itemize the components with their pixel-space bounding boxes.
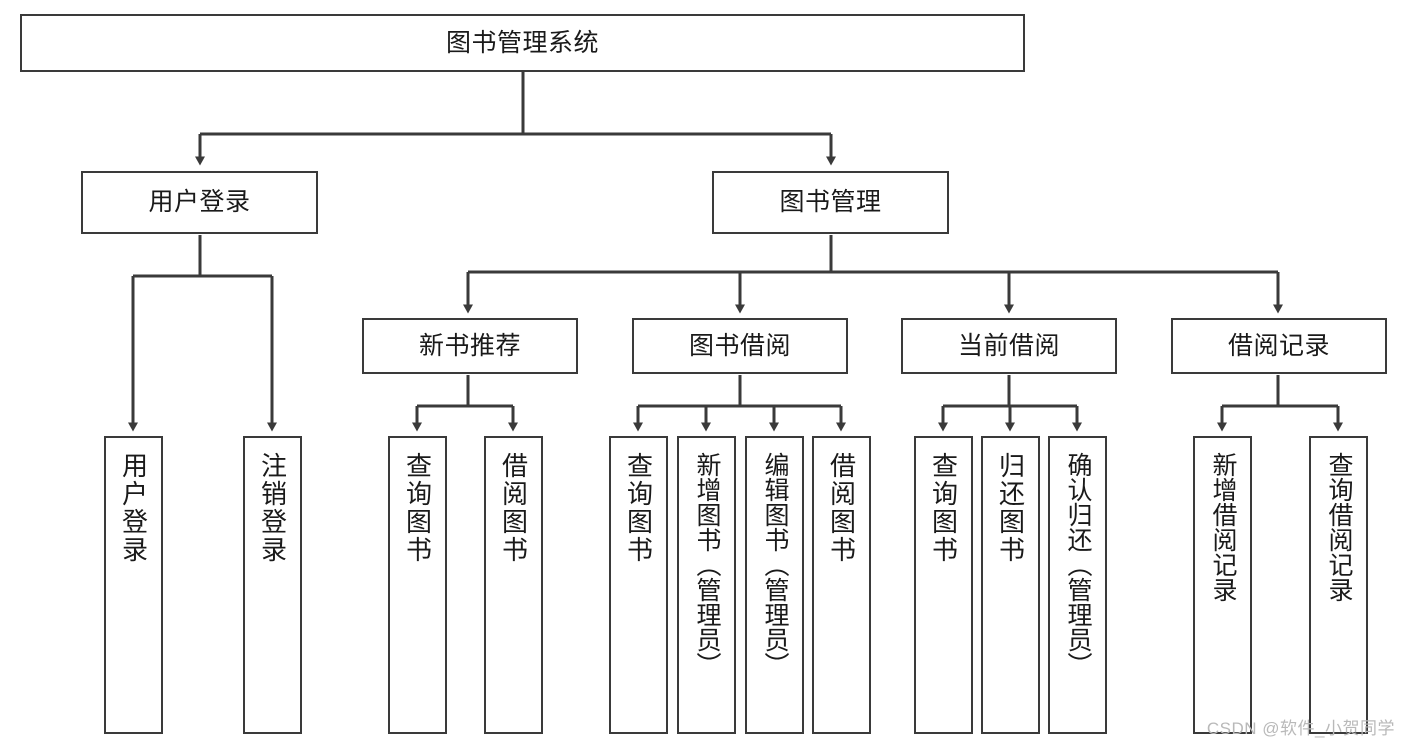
node-leaf-edit-book[interactable]: 编辑图书（管理员） — [745, 436, 804, 734]
node-current-borrow-label: 当前借阅 — [957, 331, 1060, 360]
node-new-book-rec-label: 新书推荐 — [418, 331, 521, 360]
node-root-label: 图书管理系统 — [445, 28, 599, 57]
node-leaf-query-record-label: 查询借阅记录 — [1325, 452, 1353, 602]
node-leaf-add-record[interactable]: 新增借阅记录 — [1193, 436, 1252, 734]
node-leaf-user-login[interactable]: 用户登录 — [104, 436, 163, 734]
node-user-login[interactable]: 用户登录 — [81, 171, 318, 234]
node-leaf-return-book[interactable]: 归还图书 — [981, 436, 1040, 734]
node-leaf-query-book-1[interactable]: 查询图书 — [388, 436, 447, 734]
node-leaf-query-book-2[interactable]: 查询图书 — [609, 436, 668, 734]
node-leaf-query-book-3[interactable]: 查询图书 — [914, 436, 973, 734]
node-user-login-label: 用户登录 — [148, 188, 251, 216]
node-book-borrow[interactable]: 图书借阅 — [632, 318, 848, 374]
node-book-manage[interactable]: 图书管理 — [712, 171, 949, 234]
node-leaf-add-record-label: 新增借阅记录 — [1209, 452, 1237, 602]
node-leaf-user-login-label: 用户登录 — [118, 452, 149, 564]
node-leaf-add-book[interactable]: 新增图书（管理员） — [677, 436, 736, 734]
node-leaf-query-record[interactable]: 查询借阅记录 — [1309, 436, 1368, 734]
node-borrow-record-label: 借阅记录 — [1227, 331, 1330, 360]
node-leaf-confirm-return[interactable]: 确认归还（管理员） — [1048, 436, 1107, 734]
node-leaf-borrow-book-1[interactable]: 借阅图书 — [484, 436, 543, 734]
node-leaf-add-book-label: 新增图书（管理员） — [693, 452, 721, 677]
node-new-book-rec[interactable]: 新书推荐 — [362, 318, 578, 374]
node-leaf-borrow-book-2-label: 借阅图书 — [826, 452, 857, 564]
node-borrow-record[interactable]: 借阅记录 — [1171, 318, 1387, 374]
node-book-borrow-label: 图书借阅 — [688, 331, 791, 360]
node-book-manage-label: 图书管理 — [779, 188, 882, 216]
node-current-borrow[interactable]: 当前借阅 — [901, 318, 1117, 374]
node-leaf-borrow-book-2[interactable]: 借阅图书 — [812, 436, 871, 734]
node-leaf-query-book-2-label: 查询图书 — [623, 452, 654, 564]
node-leaf-query-book-3-label: 查询图书 — [928, 452, 959, 564]
node-leaf-user-logout-label: 注销登录 — [257, 452, 288, 564]
node-leaf-user-logout[interactable]: 注销登录 — [243, 436, 302, 734]
node-root[interactable]: 图书管理系统 — [20, 14, 1025, 72]
node-leaf-return-book-label: 归还图书 — [995, 452, 1026, 564]
node-leaf-query-book-1-label: 查询图书 — [402, 452, 433, 564]
watermark-text: CSDN @软件_小贺同学 — [1206, 719, 1395, 738]
node-leaf-confirm-return-label: 确认归还（管理员） — [1064, 452, 1092, 677]
node-leaf-edit-book-label: 编辑图书（管理员） — [761, 452, 789, 677]
node-leaf-borrow-book-1-label: 借阅图书 — [498, 452, 529, 564]
